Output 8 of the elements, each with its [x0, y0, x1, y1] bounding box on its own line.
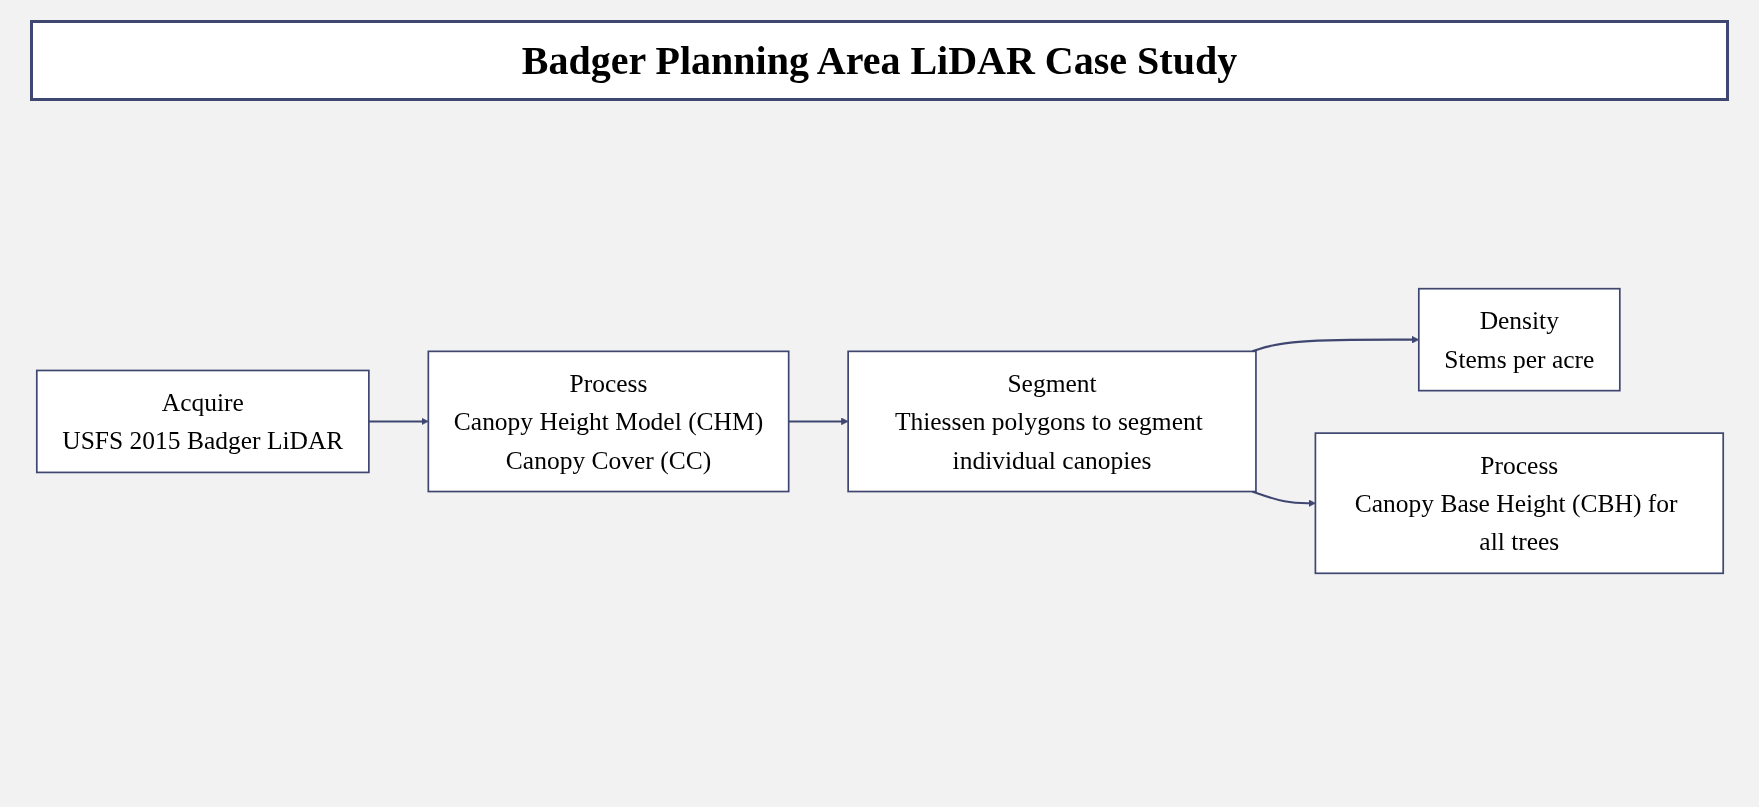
node-box: Acquire USFS 2015 Badger LiDAR — [35, 369, 370, 474]
arrow — [788, 417, 848, 426]
node-box: Process Canopy Base Height (CBH) for all trees — [1314, 432, 1724, 575]
node-box: Process Canopy Height Model (CHM) Canopy Cover (CC) — [426, 350, 789, 493]
node-box: Density Stems per acre — [1417, 287, 1621, 392]
title-banner: Badger Planning Area LiDAR Case Study — [30, 20, 1729, 101]
arrow — [1251, 335, 1419, 353]
node-box: Segment Thiessen polygons to segment individual canopies — [846, 350, 1257, 493]
